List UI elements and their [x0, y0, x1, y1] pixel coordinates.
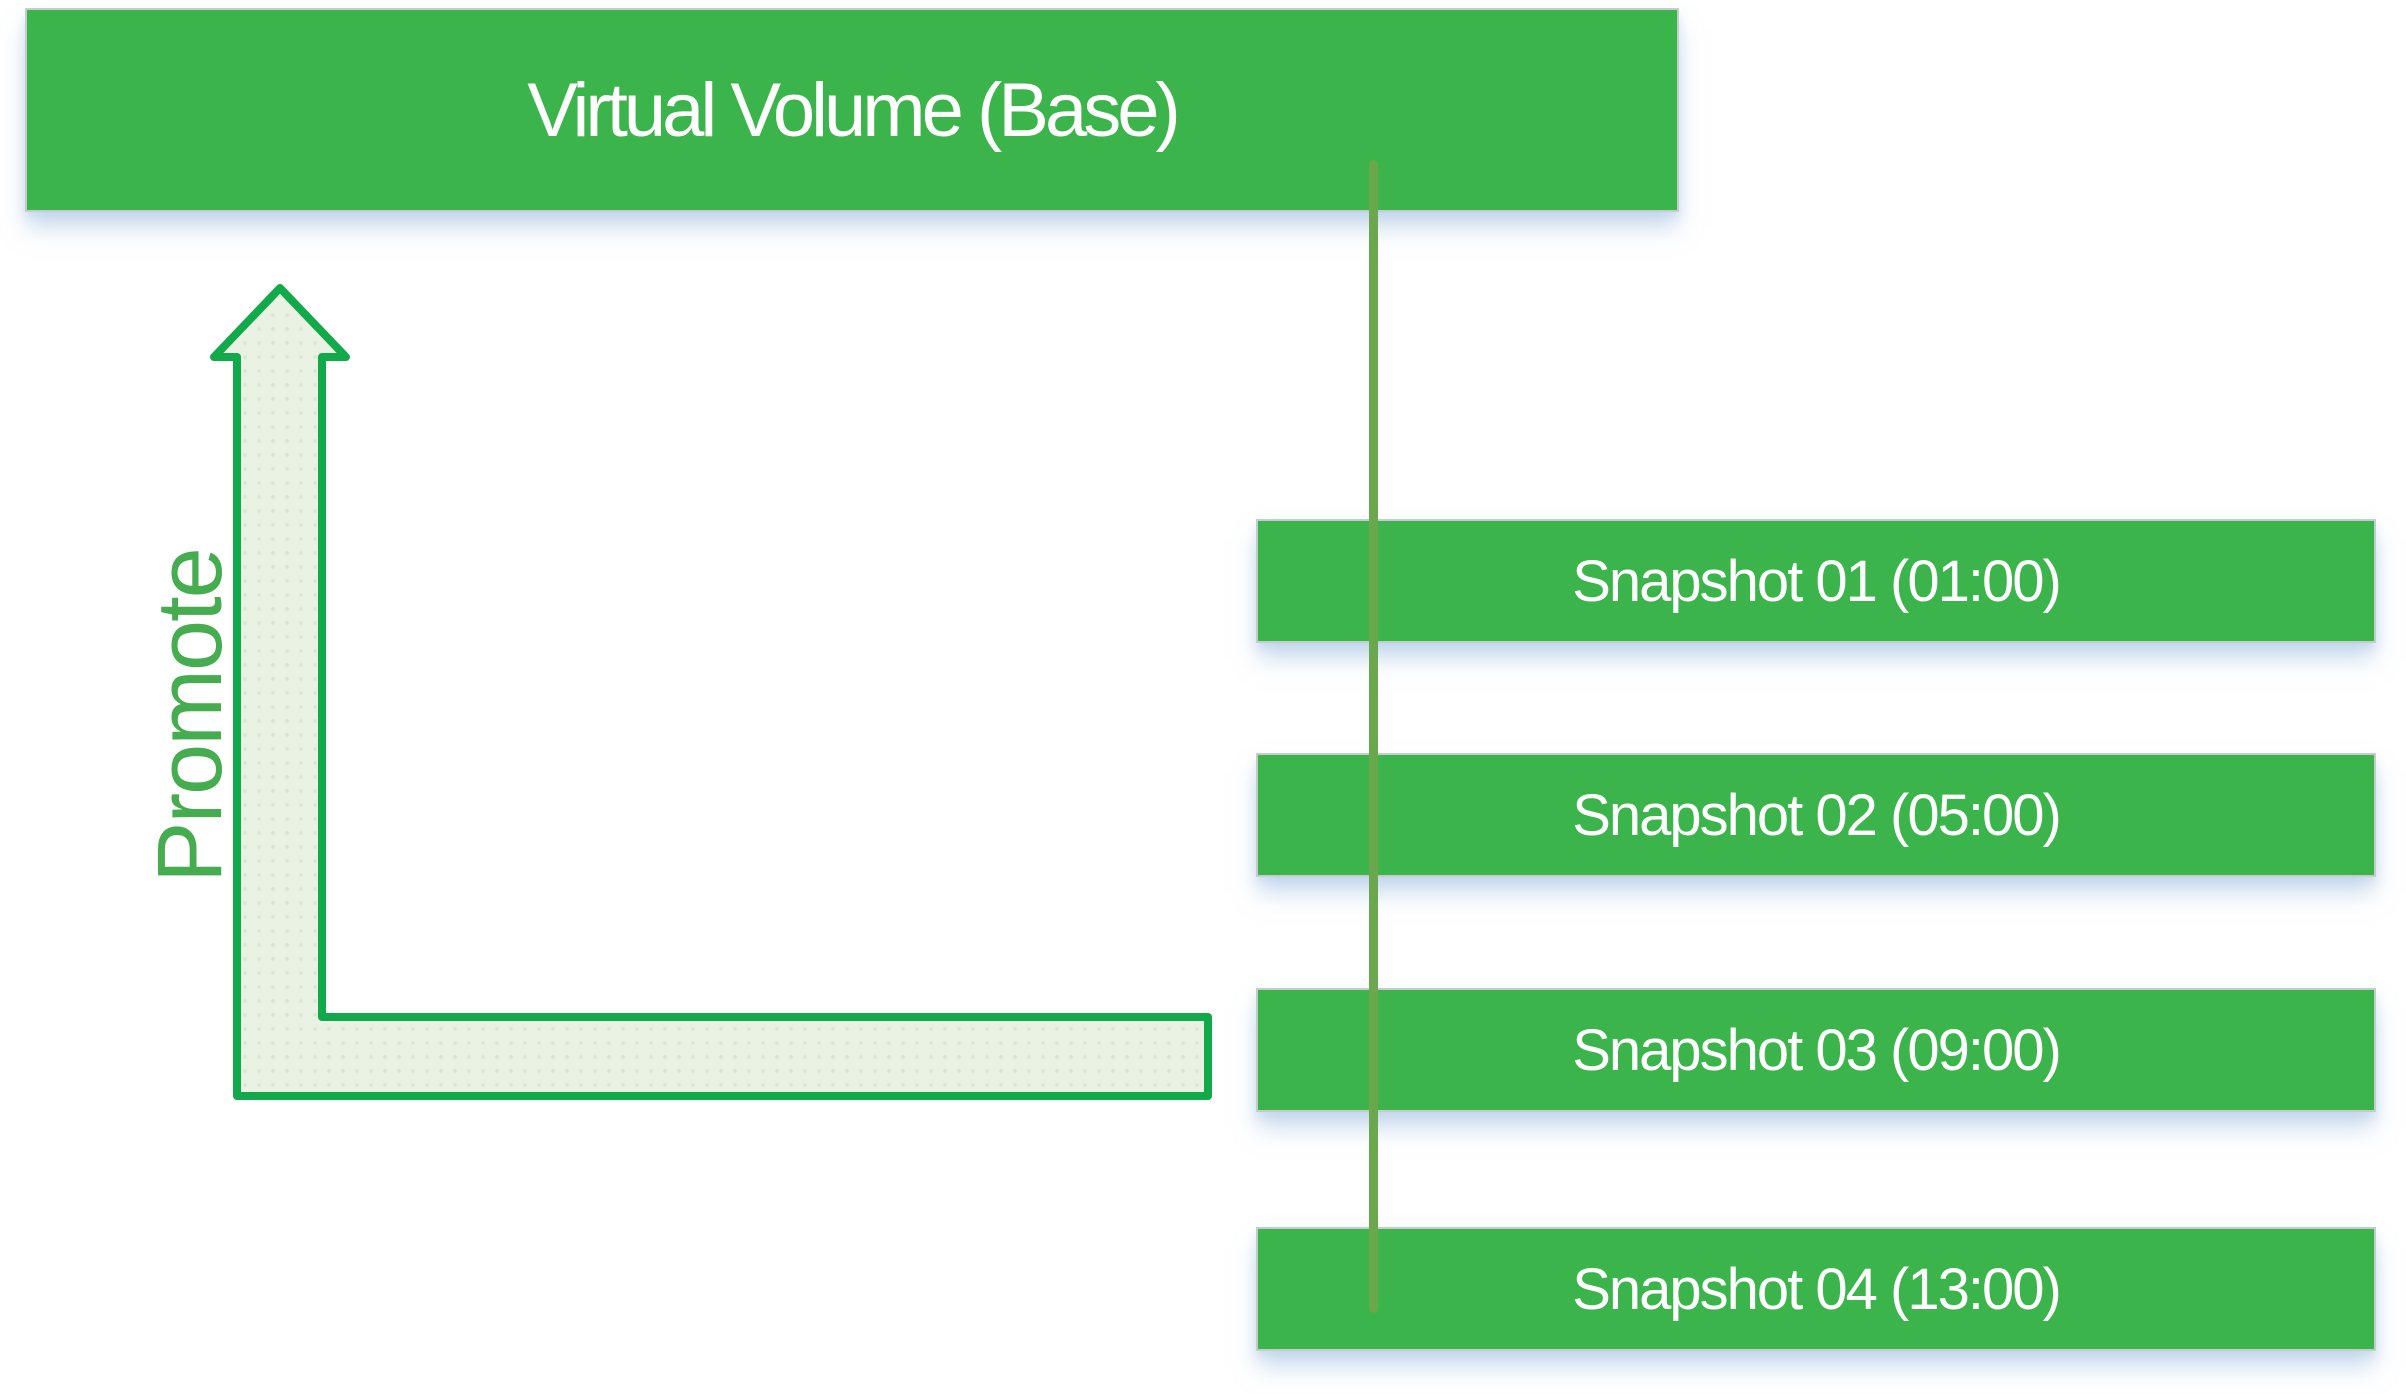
base-volume-label: Virtual Volume (Base)	[527, 67, 1181, 153]
snapshot-label-01: Snapshot 01 (01:00)	[1572, 548, 2062, 614]
snapshot-label-04: Snapshot 04 (13:00)	[1572, 1256, 2062, 1322]
snapshot-label-03: Snapshot 03 (09:00)	[1572, 1017, 2062, 1083]
snapshot-bar-04: Snapshot 04 (13:00)	[1256, 1227, 2376, 1351]
snapshot-bar-03: Snapshot 03 (09:00)	[1256, 988, 2376, 1112]
snapshot-bar-01: Snapshot 01 (01:00)	[1256, 519, 2376, 643]
promote-label: Promote	[139, 549, 241, 883]
snapshot-label-02: Snapshot 02 (05:00)	[1572, 782, 2062, 848]
base-volume-bar: Virtual Volume (Base)	[25, 8, 1679, 212]
snapshot-bar-02: Snapshot 02 (05:00)	[1256, 753, 2376, 877]
timeline-line	[1369, 160, 1378, 1313]
promote-arrow-polygon	[210, 284, 1212, 1100]
